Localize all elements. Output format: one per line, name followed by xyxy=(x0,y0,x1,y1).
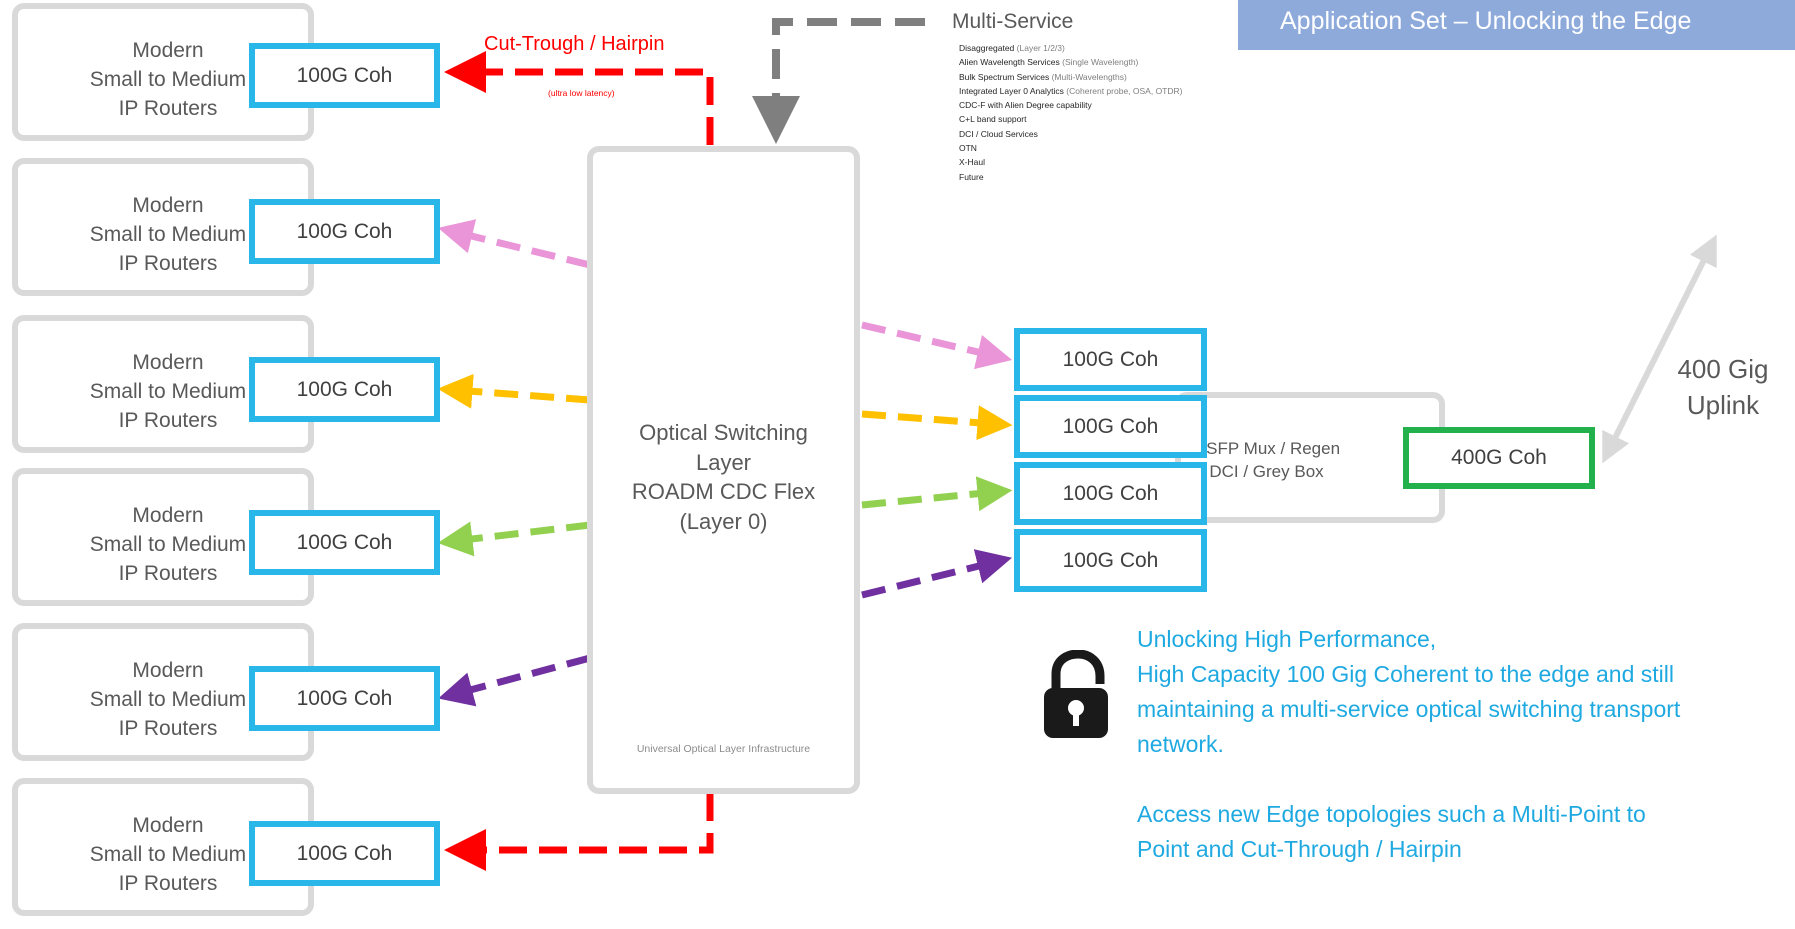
cut-through-note: (ultra low latency) xyxy=(548,88,615,98)
yellow-arrow-left xyxy=(437,373,591,409)
coh-module-left-4: 100G Coh xyxy=(249,510,440,575)
list-item: CDC-F with Alien Degree capability xyxy=(959,100,1092,111)
message-line: network. xyxy=(1137,731,1224,757)
coh-module-left-1: 100G Coh xyxy=(249,43,440,108)
pink-arrow-left xyxy=(438,219,591,269)
router-label: Modern Small to Medium IP Routers xyxy=(89,814,247,895)
router-label: Modern Small to Medium IP Routers xyxy=(89,39,247,120)
list-item: Disaggregated (Layer 1/2/3) xyxy=(959,43,1065,53)
coh-module-left-3: 100G Coh xyxy=(249,357,440,422)
message-line: maintaining a multi-service optical swit… xyxy=(1137,696,1681,722)
list-item: Future xyxy=(959,171,984,182)
title-banner: Application Set – Unlocking the Edge xyxy=(1238,0,1795,50)
message-line: Access new Edge topologies such a Multi-… xyxy=(1137,801,1646,827)
purple-arrow-left xyxy=(438,654,591,707)
router-label: Modern Small to Medium IP Routers xyxy=(89,659,247,740)
hairpin-arrow-top xyxy=(444,51,714,145)
purple-arrow-right xyxy=(861,549,1012,599)
message-line: Point and Cut-Through / Hairpin xyxy=(1137,836,1462,862)
coh-module-right-4: 100G Coh xyxy=(1014,529,1207,592)
optical-layer-footer: Universal Optical Layer Infrastructure xyxy=(636,743,811,755)
list-item: C+L band support xyxy=(959,114,1027,125)
coh-module-left-2: 100G Coh xyxy=(249,199,440,264)
optical-layer-label: Optical Switching Layer ROADM CDC Flex (… xyxy=(631,420,816,534)
router-box-4: Modern Small to Medium IP Routers xyxy=(12,468,314,606)
mux-label: QSFP Mux / Regen DCI / Grey Box xyxy=(1192,439,1341,481)
unlock-icon xyxy=(1044,650,1108,738)
message-block: Unlocking High Performance, High Capacit… xyxy=(1137,622,1680,867)
pink-arrow-right xyxy=(861,321,1013,370)
coh-module-400g: 400G Coh xyxy=(1403,427,1595,489)
coh-module-right-2: 100G Coh xyxy=(1014,395,1207,458)
uplink-arrow xyxy=(1602,234,1717,464)
uplink-label: 400 Gig Uplink xyxy=(1677,354,1769,420)
message-line: Unlocking High Performance, xyxy=(1137,626,1437,652)
page-title: Application Set – Unlocking the Edge xyxy=(1280,7,1692,35)
coh-module-right-3: 100G Coh xyxy=(1014,462,1207,525)
list-item: Alien Wavelength Services (Single Wavele… xyxy=(959,57,1139,68)
optical-switching-layer: Optical Switching Layer ROADM CDC Flex (… xyxy=(587,146,860,794)
router-label: Modern Small to Medium IP Routers xyxy=(89,351,247,432)
multi-service-heading: Multi-Service xyxy=(952,10,1074,33)
list-item: Bulk Spectrum Services (Multi-Wavelength… xyxy=(959,71,1127,82)
multi-service-list: Disaggregated (Layer 1/2/3) Alien Wavele… xyxy=(959,41,1182,184)
coh-module-right-1: 100G Coh xyxy=(1014,328,1207,391)
multi-service-arrow xyxy=(752,18,925,144)
router-label: Modern Small to Medium IP Routers xyxy=(89,504,247,585)
green-arrow-left xyxy=(437,521,591,557)
qsfp-mux-box: QSFP Mux / Regen DCI / Grey Box xyxy=(1175,392,1445,523)
list-item: X-Haul xyxy=(959,157,985,168)
yellow-arrow-right xyxy=(861,405,1013,441)
cut-through-label: Cut-Trough / Hairpin xyxy=(484,33,665,55)
coh-module-left-5: 100G Coh xyxy=(249,666,440,731)
router-label: Modern Small to Medium IP Routers xyxy=(89,194,247,275)
coh-module-left-6: 100G Coh xyxy=(249,821,440,886)
green-arrow-right xyxy=(861,476,1013,512)
list-item: OTN xyxy=(959,143,977,154)
list-item: Integrated Layer 0 Analytics (Coherent p… xyxy=(959,85,1183,96)
hairpin-arrow-bottom xyxy=(444,793,714,871)
list-item: DCI / Cloud Services xyxy=(959,128,1038,139)
message-line: High Capacity 100 Gig Coherent to the ed… xyxy=(1137,661,1674,687)
